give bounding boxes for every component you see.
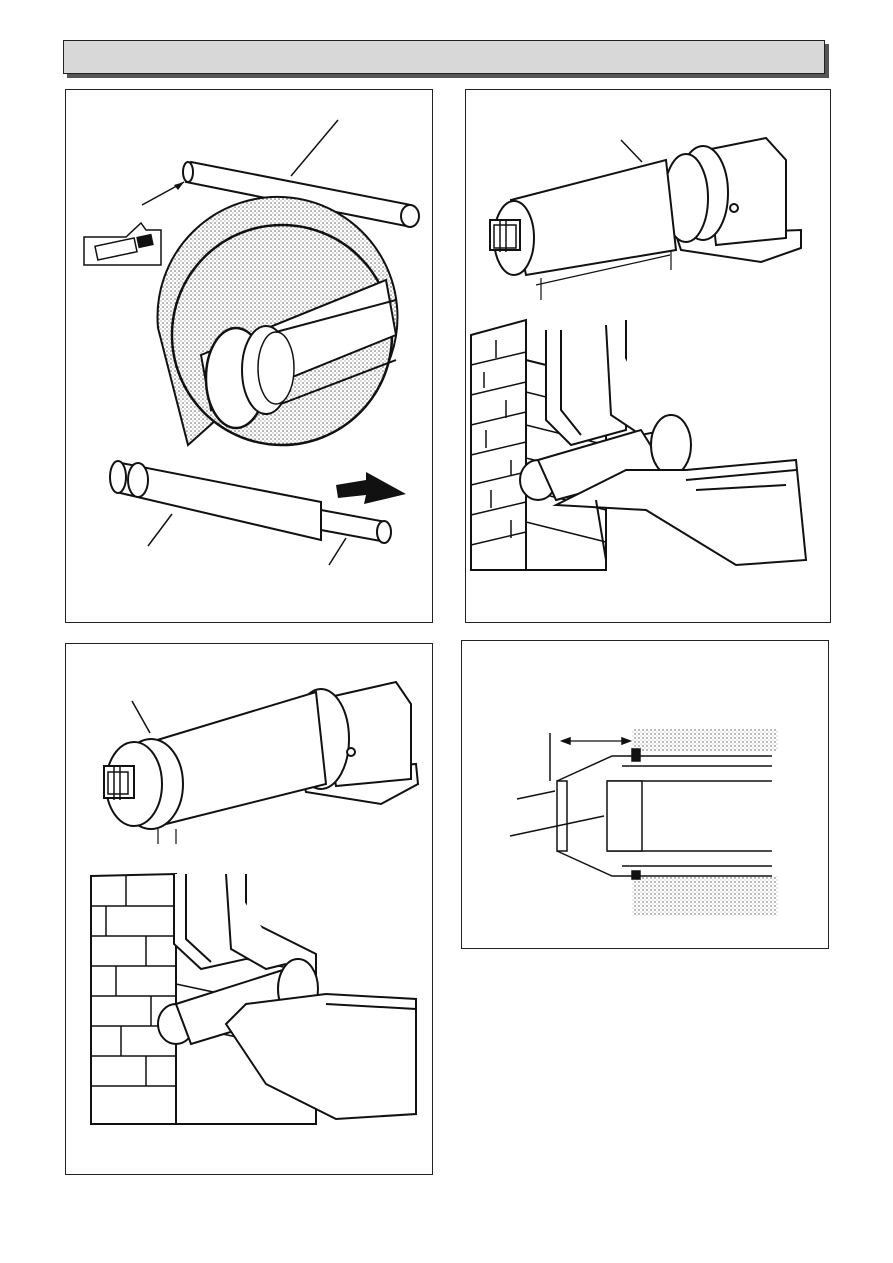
cross-section-diagram: [509, 729, 778, 916]
leader-line: [620, 139, 643, 163]
leader-line: [516, 790, 556, 800]
inner-rod-illustration: [182, 160, 420, 228]
panel-terminal-installation: [465, 89, 831, 623]
terminal-fitted-illustration: [90, 680, 420, 1125]
leader-line: [131, 700, 151, 734]
leader-line: [147, 513, 173, 547]
wall-section-top: [632, 729, 778, 751]
pipe-section: [549, 733, 772, 880]
detail-magnifier: [156, 195, 399, 447]
panel-pipe-assembly: [65, 89, 433, 623]
outer-sleeve-illustration: [109, 460, 392, 544]
brick-wall-illustration: [90, 872, 417, 1125]
terminal-assembly: [103, 680, 420, 830]
dimension-line: [535, 254, 671, 286]
brick-wall-illustration: [470, 318, 808, 571]
section-header-bar: [63, 40, 825, 74]
wall-section-bottom: [632, 876, 778, 916]
push-arrow-icon: [336, 472, 406, 504]
leader-line: [328, 537, 347, 566]
leader-line: [290, 119, 339, 177]
leader-line: [509, 815, 605, 837]
sealant-tube-icon: [83, 221, 162, 266]
panel-cross-section: [461, 640, 829, 949]
terminal-installation-illustration: [470, 136, 808, 571]
panel-terminal-fitted: [65, 643, 433, 1175]
terminal-assembly: [489, 136, 802, 277]
pipe-assembly-illustration: [83, 119, 420, 566]
